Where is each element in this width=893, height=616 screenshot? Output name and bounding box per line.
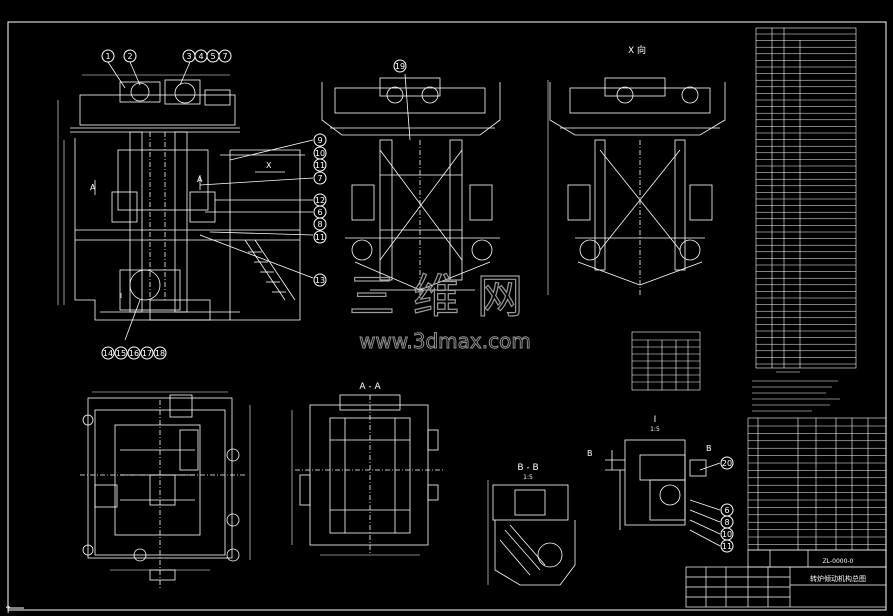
drawing-code: ZL-0000-0 — [823, 558, 854, 565]
parts-list — [747, 417, 887, 551]
x-view — [547, 77, 726, 295]
front-view-balloons: 1 2 3 4 5 7 9 10 11 7 12 6 8 11 13 14 15… — [101, 49, 327, 360]
balloon-17: 17 — [142, 349, 152, 358]
technical-notes — [752, 371, 840, 412]
balloon-13: 13 — [315, 276, 325, 285]
detail-i-scale: 1:5 — [650, 426, 660, 433]
balloon-11-detail: 11 — [722, 542, 732, 551]
side-view — [321, 73, 501, 300]
watermark-logo: 三维网 — [349, 269, 541, 323]
drawing-border — [7, 21, 887, 611]
parameter-table — [631, 331, 701, 391]
corner-marker: ↑ — [4, 605, 12, 616]
side-view-balloons: 19 — [393, 59, 407, 73]
balloon-11: 11 — [315, 161, 325, 170]
section-mark-a-upper: A — [197, 175, 203, 184]
view-label-section-bb: B - B — [517, 463, 538, 473]
section-mark-b-left: B — [587, 449, 593, 458]
balloon-16: 16 — [129, 349, 139, 358]
watermark: 三维网 www.3dmax.com — [348, 268, 541, 353]
balloon-6-detail: 6 — [724, 506, 729, 515]
balloon-12: 12 — [315, 196, 325, 205]
section-bb-scale: 1:5 — [523, 474, 533, 481]
plan-view — [80, 391, 251, 590]
balloon-11b: 11 — [315, 233, 325, 242]
balloon-14: 14 — [103, 349, 113, 358]
section-b-b — [487, 480, 576, 586]
technical-spec-table — [755, 27, 857, 369]
balloon-7b: 7 — [317, 174, 322, 183]
section-a-a — [291, 394, 445, 556]
balloon-10: 10 — [315, 149, 325, 158]
front-view — [57, 61, 314, 341]
balloon-1: 1 — [105, 52, 110, 61]
balloon-19: 19 — [395, 62, 405, 71]
detail-mark-i: I — [120, 292, 122, 300]
section-mark-b-right: B — [706, 444, 712, 453]
balloon-6: 6 — [317, 208, 322, 217]
detail-i — [605, 439, 721, 547]
balloon-9: 9 — [317, 136, 322, 145]
view-label-section-aa: A - A — [359, 382, 381, 392]
balloon-4: 4 — [198, 52, 203, 61]
balloon-5: 5 — [210, 52, 215, 61]
balloon-2: 2 — [127, 52, 132, 61]
balloon-20: 20 — [722, 459, 732, 468]
balloon-8: 8 — [317, 220, 322, 229]
title-block — [685, 549, 887, 608]
balloon-3: 3 — [186, 52, 191, 61]
section-mark-a-left: A — [90, 183, 96, 192]
detail-balloons: 20 6 8 10 11 — [720, 456, 734, 553]
balloon-15: 15 — [116, 349, 126, 358]
view-label-x: X 向 — [628, 44, 646, 56]
drawing-title: 转炉倾动机构总图 — [810, 574, 866, 583]
balloon-8-detail: 8 — [724, 518, 729, 527]
balloon-18: 18 — [155, 349, 165, 358]
balloon-7: 7 — [222, 52, 227, 61]
watermark-url: www.3dmax.com — [359, 329, 531, 353]
view-label-detail-i: I — [654, 415, 657, 425]
view-mark-x: X — [266, 161, 272, 170]
balloon-10-detail: 10 — [722, 530, 732, 539]
